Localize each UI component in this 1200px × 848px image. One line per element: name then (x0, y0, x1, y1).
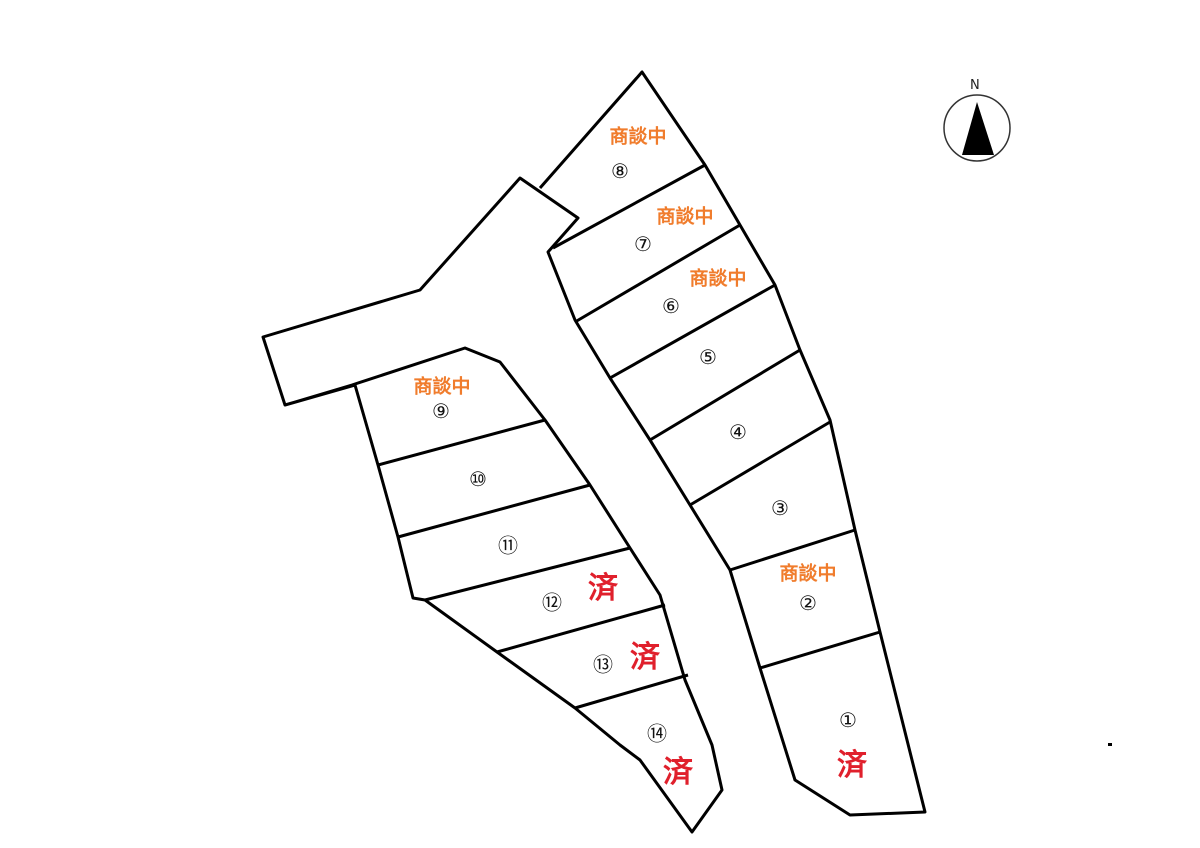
lot-dividers (377, 163, 881, 710)
lot-6-status: 商談中 (689, 267, 747, 290)
lot-12-number: ⑫ (542, 590, 562, 615)
lot-8-number: ⑧ (611, 159, 629, 183)
lot-3-number: ③ (771, 496, 789, 520)
lot-12-status: 済 (588, 571, 618, 606)
lot-9-status: 商談中 (413, 375, 471, 398)
lot-14-number: ⑭ (647, 721, 667, 746)
lot-7-status: 商談中 (656, 205, 714, 228)
lot-7-number: ⑦ (634, 232, 652, 256)
lot-1-status: 済 (837, 748, 867, 783)
lot-6-number: ⑥ (662, 294, 680, 318)
road-and-east-block-outline (261, 70, 927, 817)
compass-circle (943, 94, 1011, 162)
north-arrow-icon (962, 102, 994, 155)
compass (943, 94, 1011, 162)
lot-11-number: ⑪ (498, 533, 518, 558)
lot-9-number: ⑨ (432, 399, 450, 423)
lot-10-number: ⑩ (469, 467, 487, 491)
lot-5-number: ⑤ (699, 345, 717, 369)
lot-13-number: ⑬ (593, 652, 613, 677)
lot-2-status: 商談中 (779, 562, 837, 585)
west-block-outline (283, 346, 724, 834)
lot-4-number: ④ (729, 420, 747, 444)
lot-13-status: 済 (630, 640, 660, 675)
lot-8-status: 商談中 (609, 125, 667, 148)
compass-north-label: N (970, 78, 980, 93)
stray-dot (1108, 743, 1112, 746)
lot-2-number: ② (799, 591, 817, 615)
lot-1-number: ① (839, 708, 857, 732)
lot-14-status: 済 (663, 755, 693, 790)
